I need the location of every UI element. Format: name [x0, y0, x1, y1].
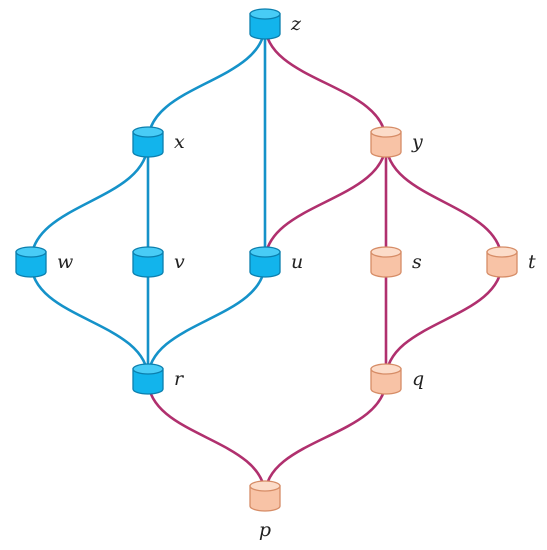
edge-t-q — [384, 260, 504, 381]
node-u-cylinder-top — [249, 246, 281, 258]
edge-r-p — [146, 377, 267, 498]
node-p: p — [249, 480, 281, 541]
node-v: v — [132, 246, 185, 278]
node-x: x — [132, 126, 185, 158]
node-v-cylinder-icon — [132, 251, 164, 278]
node-x-cylinder-icon — [132, 131, 164, 158]
edge-q-p — [263, 377, 388, 498]
edge-u-r — [146, 260, 267, 381]
node-y-label: y — [411, 131, 423, 153]
node-y-cylinder-top — [370, 126, 402, 138]
node-u: u — [249, 246, 303, 278]
node-r-cylinder-top — [132, 363, 164, 375]
node-w-cylinder-top — [15, 246, 47, 258]
node-v-cylinder-top — [132, 246, 164, 258]
node-z: z — [249, 8, 302, 40]
node-r: r — [132, 363, 185, 395]
edge-z-x — [146, 22, 267, 144]
node-u-cylinder-icon — [249, 251, 281, 278]
node-w: w — [15, 246, 73, 278]
node-y: y — [370, 126, 423, 158]
node-p-cylinder-icon — [249, 485, 281, 512]
node-q: q — [370, 363, 424, 395]
node-s-cylinder-top — [370, 246, 402, 258]
node-z-cylinder-top — [249, 8, 281, 20]
node-s: s — [370, 246, 422, 278]
node-q-cylinder-icon — [370, 368, 402, 395]
nodes-layer: z x y w v u s t r q p — [15, 8, 536, 541]
edge-x-w — [29, 140, 150, 264]
edge-w-r — [29, 260, 150, 381]
node-t-cylinder-top — [486, 246, 518, 258]
edge-y-u — [263, 140, 388, 264]
node-x-cylinder-top — [132, 126, 164, 138]
node-y-cylinder-icon — [370, 131, 402, 158]
node-r-cylinder-icon — [132, 368, 164, 395]
node-t-cylinder-icon — [486, 251, 518, 278]
edge-z-y — [263, 22, 388, 144]
node-s-label: s — [412, 251, 422, 273]
edges-layer — [29, 22, 504, 498]
node-p-cylinder-top — [249, 480, 281, 492]
node-p-label: p — [259, 519, 271, 541]
node-u-label: u — [291, 251, 303, 273]
node-q-label: q — [412, 368, 424, 390]
node-r-label: r — [174, 368, 185, 390]
node-s-cylinder-icon — [370, 251, 402, 278]
node-w-label: w — [57, 251, 73, 273]
node-t-label: t — [528, 251, 536, 273]
node-v-label: v — [174, 251, 185, 273]
node-x-label: x — [174, 131, 185, 153]
node-w-cylinder-icon — [15, 251, 47, 278]
node-z-cylinder-icon — [249, 13, 281, 40]
node-q-cylinder-top — [370, 363, 402, 375]
node-t: t — [486, 246, 536, 278]
node-z-label: z — [290, 13, 302, 35]
edge-y-t — [384, 140, 504, 264]
